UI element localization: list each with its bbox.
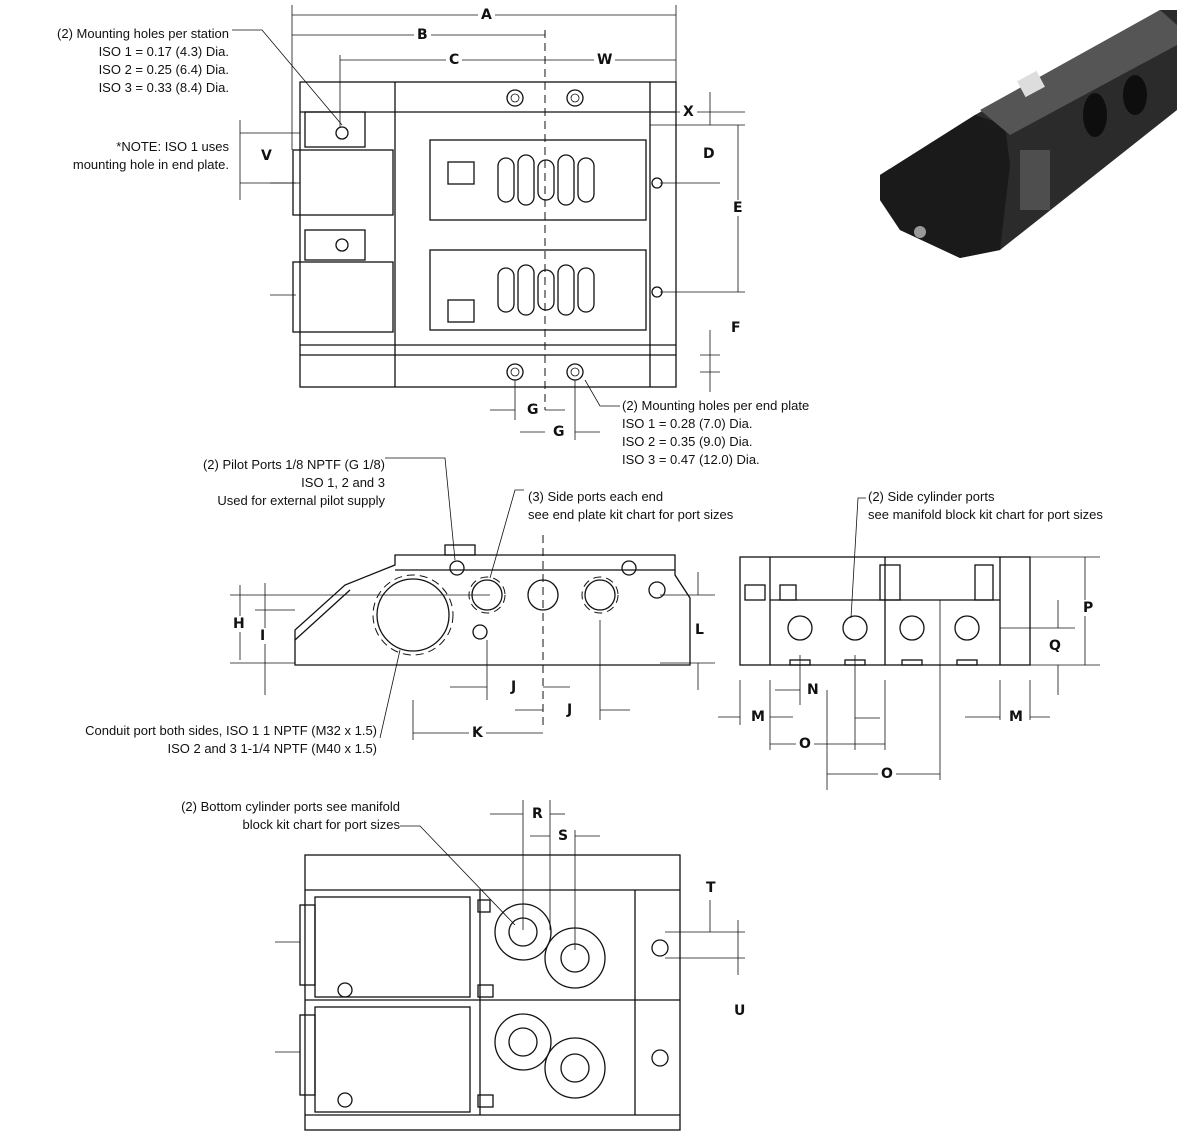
dim-m-1: M xyxy=(748,709,768,725)
conduit-note: Conduit port both sides, ISO 1 1 NPTF (M… xyxy=(85,722,377,758)
dim-r: R xyxy=(529,806,546,822)
note-line: ISO 1 = 0.28 (7.0) Dia. xyxy=(622,416,753,431)
side-view-dimensions xyxy=(718,497,1100,790)
note-line: (2) Pilot Ports 1/8 NPTF (G 1/8) xyxy=(202,457,385,472)
end-plate-note: (2) Mounting holes per end plate ISO 1 =… xyxy=(622,397,809,469)
note-line: block kit chart for port sizes xyxy=(242,817,401,832)
note-line: see manifold block kit chart for port si… xyxy=(868,507,1103,522)
dim-v: V xyxy=(258,148,275,164)
dim-a: A xyxy=(478,7,495,23)
dim-i: I xyxy=(257,628,269,644)
note-line: *NOTE: ISO 1 uses xyxy=(116,139,229,154)
dim-s: S xyxy=(555,828,572,844)
note-line: see end plate kit chart for port sizes xyxy=(528,507,734,522)
dim-e: E xyxy=(730,200,746,216)
note-line: (3) Side ports each end xyxy=(528,489,664,504)
dim-p: P xyxy=(1080,600,1097,616)
dim-t: T xyxy=(703,880,719,896)
dim-f: F xyxy=(728,320,744,336)
dim-n: N xyxy=(804,682,822,698)
dim-g-1: G xyxy=(524,402,542,418)
dim-w: W xyxy=(594,52,616,68)
note-line: ISO 3 = 0.33 (8.4) Dia. xyxy=(98,80,229,95)
dim-m-2: M xyxy=(1006,709,1026,725)
note-line: Conduit port both sides, ISO 1 1 NPTF (M… xyxy=(85,723,377,738)
bottom-ports-note: (2) Bottom cylinder ports see manifold b… xyxy=(181,798,400,834)
dim-k: K xyxy=(469,725,486,741)
dim-j-2: J xyxy=(564,702,576,718)
note-line: (2) Mounting holes per end plate xyxy=(622,398,810,413)
side-cylinder-note: (2) Side cylinder ports see manifold blo… xyxy=(868,488,1103,524)
dim-q: Q xyxy=(1046,638,1064,654)
dim-l: L xyxy=(692,622,707,638)
note-line: (2) Side cylinder ports xyxy=(868,489,995,504)
dim-j-1: J xyxy=(508,679,520,695)
dim-u: U xyxy=(731,1003,749,1019)
dim-h: H xyxy=(230,616,248,632)
dim-b: B xyxy=(414,27,431,43)
note-line: (2) Bottom cylinder ports see manifold xyxy=(181,799,400,814)
note-line: ISO 2 = 0.25 (6.4) Dia. xyxy=(98,62,229,77)
mount-station-note: (2) Mounting holes per station ISO 1 = 0… xyxy=(57,25,229,97)
note-line: Used for external pilot supply xyxy=(217,493,385,508)
note-line: ISO 2 and 3 1-1/4 NPTF (M40 x 1.5) xyxy=(167,741,377,756)
side-ports-note: (3) Side ports each end see end plate ki… xyxy=(528,488,733,524)
dim-d: D xyxy=(700,146,718,162)
note-line: ISO 1 = 0.17 (4.3) Dia. xyxy=(98,44,229,59)
front-view-dimensions xyxy=(230,457,715,740)
dim-c: C xyxy=(446,52,463,68)
note-line: ISO 2 = 0.35 (9.0) Dia. xyxy=(622,434,753,449)
bottom-view-dimensions xyxy=(400,800,745,975)
front-view-manifold xyxy=(294,535,691,730)
iso1-note: *NOTE: ISO 1 uses mounting hole in end p… xyxy=(73,138,229,174)
dim-g-2: G xyxy=(550,424,568,440)
top-view-dimensions xyxy=(232,5,745,440)
dim-o-1: O xyxy=(796,736,814,752)
note-line: ISO 3 = 0.47 (12.0) Dia. xyxy=(622,452,760,467)
dim-o-2: O xyxy=(878,766,896,782)
note-line: ISO 1, 2 and 3 xyxy=(301,475,385,490)
pilot-ports-note: (2) Pilot Ports 1/8 NPTF (G 1/8) ISO 1, … xyxy=(203,456,385,510)
bottom-view-manifold xyxy=(275,854,681,1131)
note-line: (2) Mounting holes per station xyxy=(57,26,229,41)
side-view-manifold xyxy=(739,556,1031,666)
note-line: mounting hole in end plate. xyxy=(72,157,229,172)
top-view-manifold xyxy=(270,30,677,410)
dim-x: X xyxy=(680,104,697,120)
product-photo xyxy=(880,10,1177,258)
